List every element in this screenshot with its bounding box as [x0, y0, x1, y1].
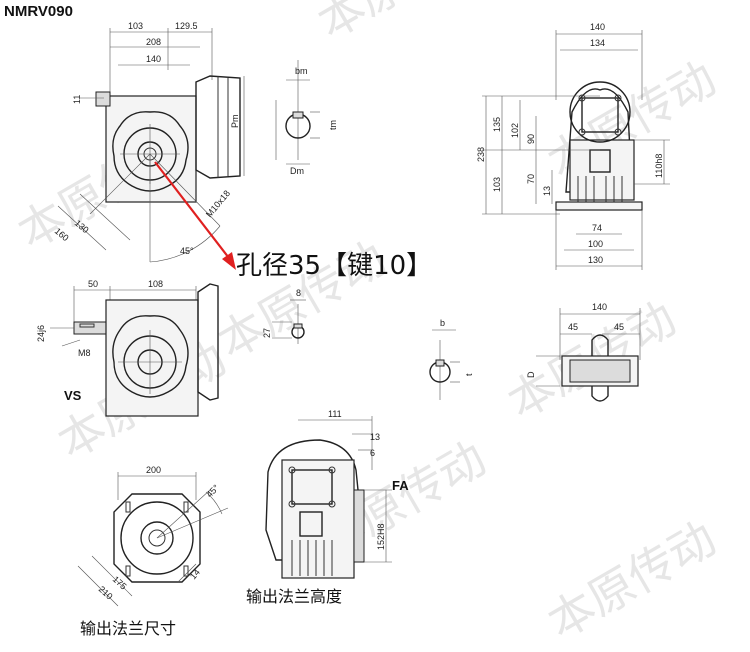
dim-8: 8 [296, 288, 301, 298]
hollow-shaft-view: 140 45 45 D [526, 302, 641, 402]
fa-label: FA [392, 478, 409, 493]
dim-103: 103 [128, 21, 143, 31]
dim-110h8: 110h8 [654, 154, 664, 178]
dim-bm: bm [295, 66, 308, 76]
keyway-section: b t [429, 318, 474, 400]
bore-annotation: 孔径35【键10】 [154, 161, 432, 281]
dim-140: 140 [592, 302, 607, 312]
output-flange-size-caption: 输出法兰尺寸 [80, 619, 176, 638]
dim-200: 200 [146, 465, 161, 475]
watermark: 本原传动 [539, 511, 725, 650]
dim-111: 111 [328, 409, 342, 419]
dim-103: 103 [492, 177, 502, 192]
dim-100: 100 [588, 239, 603, 249]
bore-key-annotation: 孔径35【键10】 [236, 251, 432, 281]
dim-13: 13 [542, 186, 552, 196]
dim-70: 70 [526, 174, 536, 184]
vs-label: VS [64, 388, 82, 403]
dim-135: 135 [492, 117, 502, 132]
dim-27: 27 [262, 328, 272, 338]
watermark: 本原传动 [309, 0, 495, 50]
dim-pm: Pm [230, 115, 240, 129]
dim-b: b [440, 318, 445, 328]
dim-m10x18: M10x18 [204, 188, 232, 219]
dim-102: 102 [510, 123, 520, 138]
side-view-right: 140 134 238 135 102 90 103 70 [476, 22, 670, 270]
dim-tm: tm [328, 120, 338, 130]
dim-45-b: 45 [614, 322, 624, 332]
dim-129-5: 129.5 [175, 21, 198, 31]
fa-view: 111 13 6 152H8 FA 输出法兰高度 [246, 409, 409, 606]
dim-6: 6 [370, 448, 375, 458]
shaft-section: bm tm Dm [275, 60, 338, 176]
front-view-top: 103 129.5 208 140 11 Pm M10x18 130 160 [53, 21, 245, 263]
dim-11: 11 [72, 95, 82, 104]
dim-45-deg: 45° [204, 482, 221, 499]
dim-108: 108 [148, 279, 163, 289]
dim-90: 90 [526, 134, 536, 144]
dim-130: 130 [588, 255, 603, 265]
dim-dm: Dm [290, 166, 304, 176]
dim-24j6: 24j6 [36, 325, 46, 342]
dim-t: t [464, 373, 474, 376]
dim-13: 13 [370, 432, 380, 442]
dim-140: 140 [146, 54, 161, 64]
dim-208: 208 [146, 37, 161, 47]
vs-key-detail: 8 27 [262, 288, 306, 344]
dim-210: 210 [97, 584, 115, 601]
dim-238: 238 [476, 147, 486, 162]
dim-140: 140 [590, 22, 605, 32]
dim-14: 14 [188, 567, 202, 581]
dim-m8: M8 [78, 348, 91, 358]
dim-D: D [526, 371, 536, 378]
output-flange-height-caption: 输出法兰高度 [246, 587, 342, 606]
dim-74: 74 [592, 223, 602, 233]
dim-45-deg: 45° [180, 246, 194, 256]
dim-134: 134 [590, 38, 605, 48]
model-title: NMRV090 [4, 3, 73, 20]
dim-45-a: 45 [568, 322, 578, 332]
dim-152h8: 152H8 [376, 523, 386, 550]
dim-50: 50 [88, 279, 98, 289]
flange-view: 200 45° 175 210 14 输出法兰尺寸 [77, 465, 229, 638]
vs-view: 50 108 24j6 M8 VS [36, 279, 219, 417]
